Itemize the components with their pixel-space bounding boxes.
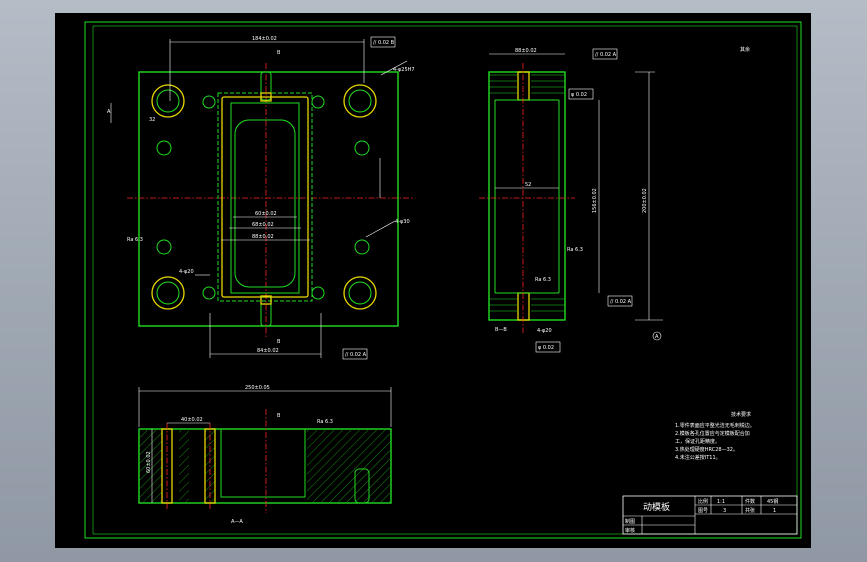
side-tol-bottom: // 0.02 A	[610, 299, 632, 305]
note-line: 4.未注公差按IT11。	[675, 454, 721, 461]
dim-inner-3: 88±0.02	[252, 234, 274, 240]
side-tol-top: // 0.02 A	[595, 52, 617, 58]
hole-spec-c: 4-φ30	[395, 219, 410, 225]
outer-frame	[84, 21, 802, 539]
section-marker-b-top: B	[277, 50, 281, 56]
roughness-side: Ra 6.3	[535, 277, 551, 283]
section-marker-b: B	[277, 413, 281, 419]
corner-hole-bl	[151, 276, 185, 310]
inner-frame	[92, 25, 798, 535]
scale-value: 1:1	[717, 499, 725, 505]
small-hole	[354, 239, 370, 255]
side-dim-height: 156±0.02	[592, 188, 598, 213]
hole-spec-a: 4-φ25H7	[393, 67, 415, 73]
sheet-label: 图号	[698, 508, 708, 514]
note-line: 工，保证孔距精度。	[675, 438, 720, 445]
title-block: 动模板 制图 审核 比例 1:1 件数 45钢 图号 3 共张 1	[622, 495, 798, 535]
section-label-aa: A—A	[231, 519, 243, 525]
material-value: 45钢	[767, 498, 778, 505]
note-line: 2.模板各孔位置应与定模板配合加	[675, 430, 750, 437]
count-label: 件数	[745, 498, 755, 505]
side-dim-mid: 52	[525, 182, 531, 188]
part-name: 动模板	[643, 501, 670, 513]
corner-hole-tr	[343, 84, 377, 118]
plan-view: 184±0.02 // 0.02 B 84±0.02 // 0.02 A 4-φ…	[107, 36, 415, 360]
small-hole	[311, 286, 325, 300]
section-dim-height: 60±0.02	[146, 451, 152, 473]
roughness-section: Ra 6.3	[317, 419, 333, 425]
side-bot-tol: φ 0.02	[538, 345, 554, 351]
small-hole	[202, 286, 216, 300]
roughness-plan: Ra 6.3	[127, 237, 143, 243]
side-view: 88±0.02 // 0.02 A φ 0.02 52 156±0.02 200…	[479, 46, 750, 353]
small-hole	[156, 239, 172, 255]
dim-inner-1: 60±0.02	[255, 211, 277, 217]
scale-label: 比例	[698, 498, 708, 505]
dim-left-small: 32	[149, 117, 155, 123]
note-line: 3.热处理硬度HRC28—32。	[675, 446, 738, 453]
corner-hole-tl	[151, 84, 185, 118]
weight-label: 共张	[745, 507, 755, 514]
small-hole	[156, 140, 172, 156]
section-marker-a: A	[107, 109, 111, 115]
side-ref: φ 0.02	[571, 92, 587, 98]
side-dim-total: 200±0.02	[642, 188, 648, 213]
finish-mark: 其余	[740, 46, 750, 53]
dim-top-overall: 184±0.02	[252, 36, 277, 42]
tol-bottom: // 0.02 A	[345, 352, 367, 358]
side-bot-dim: 4-φ20	[537, 328, 552, 334]
drawing-canvas: 184±0.02 // 0.02 B 84±0.02 // 0.02 A 4-φ…	[55, 13, 811, 548]
small-hole	[311, 95, 325, 109]
datum-a: A	[655, 334, 659, 340]
section-marker-b-bottom: B	[277, 339, 281, 345]
small-hole	[202, 95, 216, 109]
sheet-value: 3	[723, 508, 726, 514]
section-dim-width: 250±0.05	[245, 385, 270, 391]
technical-notes: 技术要求 1.零件表面应平整光洁无毛刺锐边。 2.模板各孔位置应与定模板配合加 …	[675, 411, 755, 461]
tol-top: // 0.02 B	[373, 40, 395, 46]
check-label: 审核	[625, 527, 635, 534]
engineering-drawing: 184±0.02 // 0.02 B 84±0.02 // 0.02 A 4-φ…	[84, 21, 802, 539]
notes-heading: 技术要求	[731, 411, 751, 418]
section-dim-depth: 40±0.02	[181, 417, 203, 423]
small-hole	[354, 140, 370, 156]
roughness-side-2: Ra 6.3	[567, 247, 583, 253]
section-label-bb: B—B	[495, 327, 507, 333]
weight-value: 1	[773, 508, 776, 514]
hole-spec-b: 4-φ20	[179, 269, 194, 275]
corner-hole-br	[343, 276, 377, 310]
section-view: 250±0.05 40±0.02 60±0.02 B Ra 6.3 A—A	[138, 385, 392, 525]
dim-inner-2: 68±0.02	[252, 222, 274, 228]
note-line: 1.零件表面应平整光洁无毛刺锐边。	[675, 422, 755, 429]
side-dim-top: 88±0.02	[515, 48, 537, 54]
design-label: 制图	[625, 518, 635, 525]
dim-bottom: 84±0.02	[257, 348, 279, 354]
